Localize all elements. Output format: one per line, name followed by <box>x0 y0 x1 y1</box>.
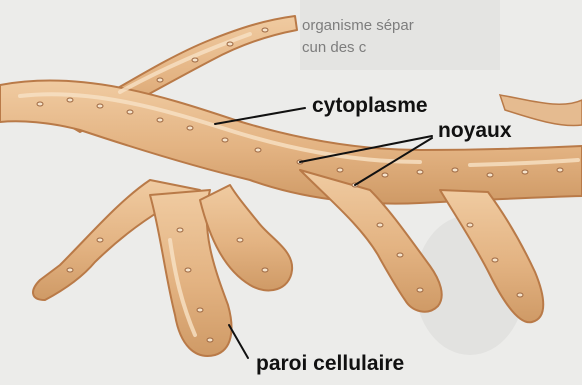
nucleus <box>97 238 103 242</box>
nucleus <box>127 110 133 114</box>
nucleus <box>377 223 383 227</box>
nucleus <box>487 173 493 177</box>
nucleus <box>67 98 73 102</box>
label-cytoplasm: cytoplasme <box>312 94 428 117</box>
nucleus <box>417 288 423 292</box>
nucleus <box>262 268 268 272</box>
nucleus <box>185 268 191 272</box>
nucleus <box>517 293 523 297</box>
background-text-line-2: cun des c <box>302 39 367 56</box>
nucleus <box>262 28 268 32</box>
nucleus <box>37 102 43 106</box>
nucleus <box>382 173 388 177</box>
nucleus <box>67 268 73 272</box>
nucleus <box>452 168 458 172</box>
nucleus <box>97 104 103 108</box>
nucleus <box>337 168 343 172</box>
nucleus <box>227 42 233 46</box>
nucleus <box>192 58 198 62</box>
nucleus <box>187 126 193 130</box>
nucleus <box>207 338 213 342</box>
nucleus <box>177 228 183 232</box>
nucleus <box>417 170 423 174</box>
nucleus <box>522 170 528 174</box>
label-cell-wall: paroi cellulaire <box>256 352 404 375</box>
nucleus <box>157 118 163 122</box>
label-nuclei: noyaux <box>438 119 512 142</box>
background-text-line-1: organisme sépar <box>302 17 414 34</box>
nucleus <box>222 138 228 142</box>
nucleus <box>237 238 243 242</box>
nucleus <box>557 168 563 172</box>
nucleus <box>397 253 403 257</box>
nucleus <box>467 223 473 227</box>
nucleus <box>157 78 163 82</box>
nucleus <box>255 148 261 152</box>
nucleus <box>197 308 203 312</box>
nucleus <box>492 258 498 262</box>
